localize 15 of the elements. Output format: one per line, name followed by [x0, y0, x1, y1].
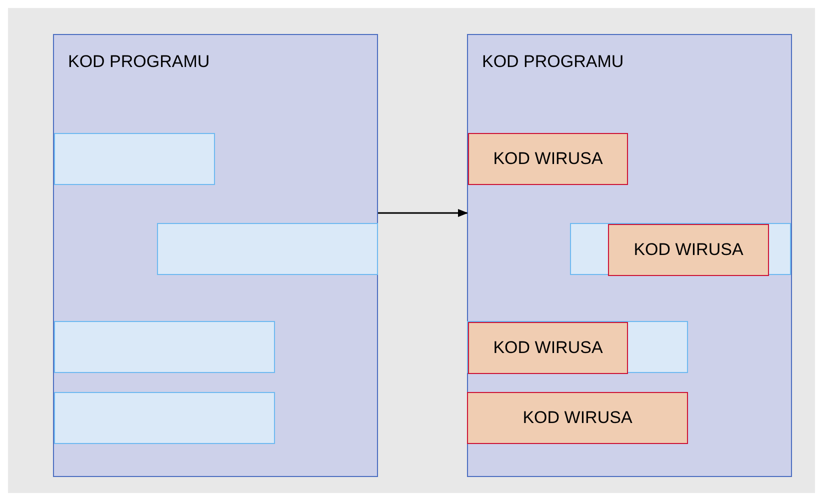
panel-title: KOD PROGRAMU	[68, 52, 210, 72]
code-block	[54, 321, 275, 373]
arrow	[378, 209, 468, 217]
virus-code-block: KOD WIRUSA	[468, 322, 628, 374]
virus-code-block: KOD WIRUSA	[467, 392, 688, 444]
code-block	[54, 392, 275, 444]
program-panel	[53, 34, 378, 477]
code-block	[157, 223, 378, 275]
program-panel	[467, 34, 792, 477]
virus-code-block: KOD WIRUSA	[608, 224, 769, 276]
panel-title: KOD PROGRAMU	[482, 52, 624, 72]
code-block	[467, 321, 688, 373]
virus-code-block: KOD WIRUSA	[468, 133, 628, 185]
code-block	[54, 133, 215, 185]
code-block	[570, 223, 791, 275]
